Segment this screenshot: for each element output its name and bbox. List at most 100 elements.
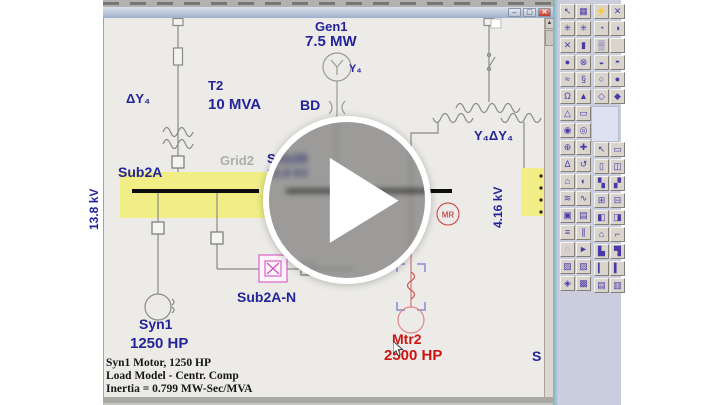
syn-motor-symbol — [144, 293, 172, 321]
play-icon — [329, 157, 399, 243]
toolbar-button[interactable]: ◑ — [610, 21, 625, 36]
toolbar-button[interactable]: ✕ — [560, 38, 575, 53]
toolbar-button[interactable]: ◫ — [610, 159, 625, 174]
toolbar-button[interactable]: ◉ — [560, 123, 575, 138]
toolbar-button[interactable]: ◔ — [594, 21, 609, 36]
dc-element-toolbar: ↖▭▯◫▚▞ ⊞ ⊟◧◨⌂⌐▙▜▎▍ ▤ ▥ — [594, 142, 625, 294]
toolbar-button[interactable]: ▭ — [610, 142, 625, 157]
toolbar-button[interactable]: ▜ — [610, 244, 625, 259]
toolbar-button[interactable]: ⌂ — [594, 227, 609, 242]
toolbar-button[interactable]: ▥ — [610, 278, 625, 293]
toolbar-button-icon: ⊞ — [597, 195, 606, 205]
toolbar-button[interactable]: ↺ — [576, 157, 591, 172]
gen1-connection-label: Y₄ — [349, 63, 362, 75]
toolbar-button-icon: Δ — [564, 159, 571, 169]
toolbar-button[interactable]: ◒ — [594, 55, 609, 70]
right-transformer-branch[interactable] — [410, 18, 542, 190]
close-button[interactable]: ✕ — [538, 8, 551, 17]
toolbar-button[interactable]: ≈ — [560, 72, 575, 87]
toolbar-button-icon: ∿ — [579, 193, 588, 203]
toolbar-button[interactable]: ⊕ — [560, 140, 575, 155]
toolbar-button[interactable]: ⌐ — [610, 227, 625, 242]
toolbar-button[interactable]: ▭ — [576, 106, 591, 121]
breaker-symbol — [171, 155, 185, 169]
toolbar-button[interactable]: ✳ — [560, 21, 575, 36]
toolbar-button-icon: ▩ — [579, 278, 588, 288]
toolbar-button[interactable]: ◌ — [560, 242, 575, 257]
maximize-button[interactable]: ▢ — [523, 8, 536, 17]
toolbar-button[interactable]: ▲ — [576, 89, 591, 104]
toolbar-button[interactable]: ◧ — [594, 210, 609, 225]
toolbar-button[interactable]: Δ — [560, 157, 575, 172]
toolbar-button[interactable]: ✳ — [576, 21, 591, 36]
toolbar-button[interactable]: ▮ — [576, 38, 591, 53]
toolbar-button[interactable]: ► — [576, 242, 591, 257]
toolbar-button-icon: ⚡ — [595, 6, 608, 16]
toolbar-button-icon: ◈ — [564, 278, 571, 288]
toolbar-button[interactable]: ▍ — [610, 261, 625, 276]
mtr2-name-label: Mtr2 — [392, 331, 422, 347]
toolbar-button[interactable]: ≡ — [560, 225, 575, 240]
toolbar-button[interactable]: ◈ — [560, 276, 575, 291]
toolbar-button-icon: ◑ — [614, 23, 621, 33]
play-button[interactable] — [263, 116, 431, 284]
t2-branch[interactable] — [162, 18, 194, 192]
toolbar-button[interactable]: ◐ — [576, 174, 591, 189]
toolbar-button[interactable]: ○ — [594, 72, 609, 87]
toolbar-button[interactable]: ▦ — [576, 4, 591, 19]
toolbar-button[interactable]: ▚ — [594, 176, 609, 191]
t2-connection-label: ΔY₄ — [126, 91, 151, 106]
toolbar-button-icon: ▥ — [613, 280, 622, 290]
toolbar-button-icon: ▦ — [579, 6, 588, 16]
toolbar-button-icon: ◎ — [579, 125, 588, 135]
toolbar-button[interactable]: ⌂ — [560, 174, 575, 189]
toolbar-button[interactable]: Ω — [560, 89, 575, 104]
transformer-coil — [162, 126, 194, 138]
toolbar-button[interactable]: ◎ — [576, 123, 591, 138]
toolbar-button[interactable]: ⊟ — [610, 193, 625, 208]
toolbar-button[interactable]: ▒ — [594, 38, 609, 53]
bus-416kv[interactable] — [521, 168, 544, 216]
toolbar-button[interactable]: ▞ — [610, 176, 625, 191]
mr-relay[interactable]: MR — [436, 202, 460, 226]
parent-toolbar-strip — [103, 0, 553, 7]
breaker-symbol — [210, 231, 224, 245]
toolbar-button-icon: ● — [564, 57, 571, 67]
toolbar-button[interactable]: ▙ — [594, 244, 609, 259]
toolbar-button[interactable]: ▎ — [594, 261, 609, 276]
toolbar-button[interactable]: ▣ — [560, 208, 575, 223]
toolbar-button[interactable]: ▨ — [576, 259, 591, 274]
minimize-button[interactable]: – — [508, 8, 521, 17]
toolbar-button[interactable]: ▤ — [576, 208, 591, 223]
toolbar-button[interactable]: ↖ — [560, 4, 575, 19]
toolbar-button[interactable]: ✚ — [576, 140, 591, 155]
toolbar-button[interactable]: ∥ — [576, 225, 591, 240]
toolbar-button[interactable]: △ — [560, 106, 575, 121]
toolbar-button[interactable]: ✕ — [610, 4, 625, 19]
toolbar-button[interactable]: ◓ — [610, 55, 625, 70]
toolbar-button[interactable]: ▤ — [594, 278, 609, 293]
toolbar-button[interactable]: ▩ — [576, 276, 591, 291]
toolbar-button[interactable]: ▧ — [560, 259, 575, 274]
toolbar-button[interactable]: ● — [560, 55, 575, 70]
toolbar-button[interactable]: ◨ — [610, 210, 625, 225]
syn1-branch[interactable] — [144, 193, 175, 321]
toolbar-button[interactable]: § — [576, 72, 591, 87]
toolbar-button-icon: ▤ — [597, 280, 606, 290]
toolbar-button[interactable]: ↖ — [594, 142, 609, 157]
toolbar-button[interactable]: ▯ — [594, 159, 609, 174]
toolbar-button[interactable] — [610, 38, 625, 53]
toolbar-button-icon: ◒ — [598, 57, 605, 67]
toolbar-button[interactable]: ≋ — [560, 191, 575, 206]
toolbar-button-icon: ▨ — [579, 261, 588, 271]
toolbar-button[interactable]: ∿ — [576, 191, 591, 206]
toolbar-button[interactable]: ⊗ — [576, 55, 591, 70]
toolbar-button[interactable]: ⚡ — [594, 4, 609, 19]
toolbar-button-icon: ✳ — [563, 23, 572, 33]
toolbar-button[interactable]: ◆ — [610, 89, 625, 104]
toolbar-button[interactable]: ● — [610, 72, 625, 87]
toolbar-button[interactable]: ◇ — [594, 89, 609, 104]
toolbar-button[interactable]: ⊞ — [594, 193, 609, 208]
toolbar-button-icon: ⊗ — [579, 57, 588, 67]
sub2a-bus[interactable] — [120, 172, 267, 218]
